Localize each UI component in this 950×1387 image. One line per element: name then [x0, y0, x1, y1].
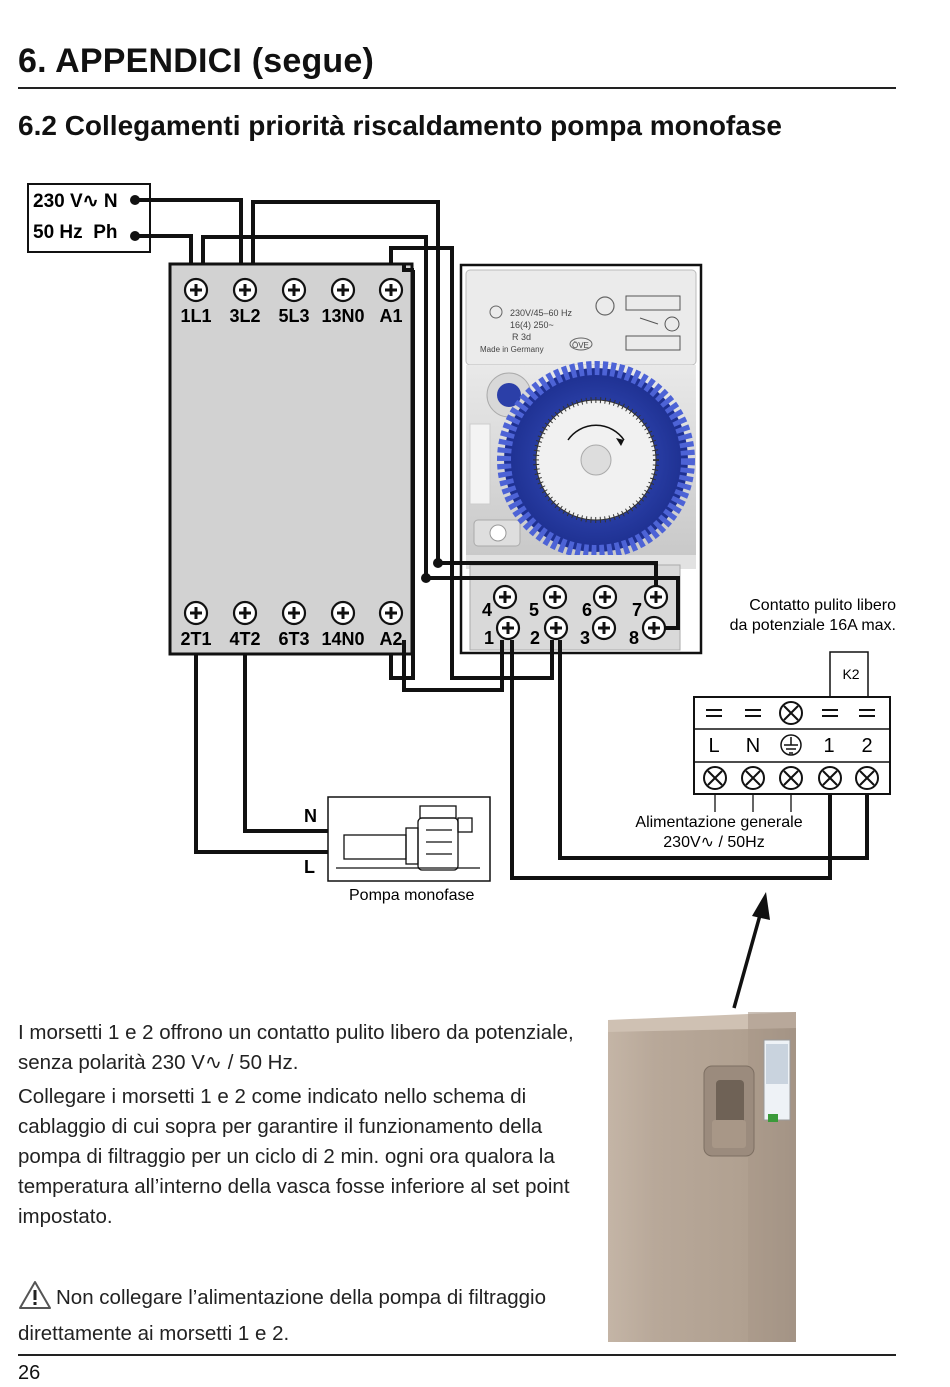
timer-terminal-label: 8 — [629, 628, 639, 648]
terminal-block-label: 1 — [823, 735, 834, 757]
page-number: 26 — [18, 1362, 41, 1384]
timer-terminal-label: 7 — [632, 600, 642, 620]
terminal-block-label: N — [746, 735, 760, 757]
screw-terminal-icon — [281, 277, 307, 303]
contactor-terminal-label: 5L3 — [278, 306, 309, 326]
cross-terminal-icon — [779, 766, 803, 790]
cross-terminal-icon — [818, 766, 842, 790]
pump-l-label: L — [304, 857, 315, 877]
subsection-title: 6.2 Collegamenti priorità riscaldamento … — [18, 110, 782, 141]
terminal-block-label: L — [708, 735, 719, 757]
screw-terminal-icon — [330, 277, 356, 303]
pump-n-label: N — [304, 806, 317, 826]
screw-terminal-icon — [643, 584, 669, 610]
contactor-terminal-label: 13N0 — [321, 306, 364, 326]
supply-note-line1: Alimentazione generale — [635, 814, 802, 831]
timer-terminal-label: 3 — [580, 628, 590, 648]
contactor-terminal-label: 1L1 — [180, 306, 211, 326]
contactor-terminal-label: 14N0 — [321, 629, 364, 649]
timer-terminal-label: 6 — [582, 600, 592, 620]
timer-pin-map — [625, 295, 681, 351]
paragraph-1: I morsetti 1 e 2 offrono un contatto pul… — [18, 1021, 574, 1074]
timer-terminal-label: 4 — [482, 600, 492, 620]
contactor-terminal-label: 6T3 — [278, 629, 309, 649]
screw-terminal-icon — [232, 277, 258, 303]
screw-terminal-icon — [232, 600, 258, 626]
clean-contact-line1: Contatto pulito libero — [749, 597, 896, 614]
contactor-terminal-label: 4T2 — [229, 629, 260, 649]
supply-box — [27, 183, 151, 253]
pump-icon — [336, 805, 480, 871]
timer-label-cert: ÖVE — [572, 341, 589, 350]
screw-terminal-icon — [183, 277, 209, 303]
screw-terminal-icon — [183, 600, 209, 626]
supply-line-ph: 50 Hz Ph — [33, 222, 117, 243]
screw-terminal-icon — [542, 584, 568, 610]
screw-terminal-icon — [330, 600, 356, 626]
supply-note-line2: 230V∿ / 50Hz — [663, 834, 764, 851]
cross-terminal-icon — [741, 766, 765, 790]
ground-icon — [780, 734, 802, 756]
supply-line-n: 230 V∿ N — [33, 191, 118, 212]
warning-note: Non collegare l’alimentazione della pomp… — [18, 1280, 578, 1349]
paragraph-2: Collegare i morsetti 1 e 2 come indicato… — [18, 1085, 570, 1228]
timer-label-contact: 16(4) 250~ — [510, 320, 554, 330]
title-rule — [18, 87, 896, 89]
wiring-diagram: 230 V∿ N 50 Hz Ph 230V/45–60 Hz 16(4) 25… — [27, 183, 896, 1009]
clean-contact-line2: da potenziale 16A max. — [730, 617, 896, 634]
screw-terminal-icon — [592, 584, 618, 610]
screw-terminal-icon — [378, 277, 404, 303]
screw-terminal-icon — [591, 615, 617, 641]
footer-rule — [18, 1354, 896, 1356]
terminal-block-label: 2 — [861, 735, 872, 757]
screw-terminal-icon — [492, 584, 518, 610]
timer-terminal-label: 5 — [529, 600, 539, 620]
contactor-terminal-label: A2 — [379, 629, 402, 649]
heat-pump-unit-image — [608, 1012, 796, 1342]
warning-text: Non collegare l’alimentazione della pomp… — [18, 1286, 547, 1345]
screw-terminal-icon — [378, 600, 404, 626]
contactor-terminal-label: 3L2 — [229, 306, 260, 326]
cross-terminal-icon — [779, 701, 803, 725]
screw-terminal-icon — [281, 600, 307, 626]
timer-terminal-label: 2 — [530, 628, 540, 648]
screw-terminal-icon — [495, 615, 521, 641]
timer-label-origin: Made in Germany — [480, 345, 544, 354]
relay-label: K2 — [842, 666, 859, 682]
section-title: 6. APPENDICI (segue) — [18, 42, 375, 80]
warning-icon — [18, 1280, 52, 1319]
timer-label-model: R 3d — [512, 332, 531, 342]
pump-box — [327, 796, 491, 882]
body-text: I morsetti 1 e 2 offrono un contatto pul… — [18, 1018, 578, 1236]
timer-label-rating: 230V/45–60 Hz — [510, 308, 573, 318]
cross-terminal-icon — [703, 766, 727, 790]
pump-label: Pompa monofase — [349, 887, 475, 904]
contactor-terminal-label: A1 — [379, 306, 402, 326]
cross-terminal-icon — [855, 766, 879, 790]
screw-terminal-icon — [641, 615, 667, 641]
screw-terminal-icon — [543, 615, 569, 641]
timer-terminal-label: 1 — [484, 628, 494, 648]
contactor-terminal-label: 2T1 — [180, 629, 211, 649]
